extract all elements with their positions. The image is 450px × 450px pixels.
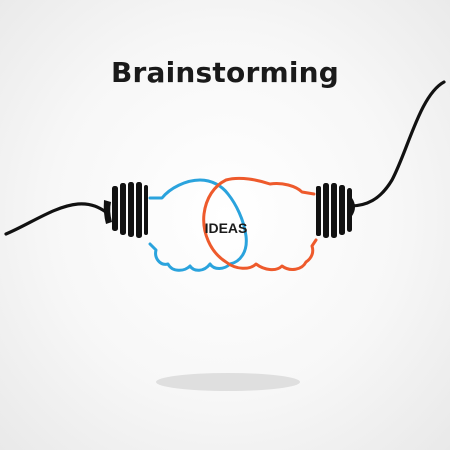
shadow-ellipse <box>156 373 300 391</box>
cable-left-icon <box>4 202 108 236</box>
right-fist-icon <box>202 176 318 272</box>
plug-right-icon <box>316 183 355 238</box>
page-title: Brainstorming <box>110 56 340 89</box>
ideas-label: IDEAS <box>205 220 248 236</box>
cable-right-icon <box>348 80 446 208</box>
plug-left-icon <box>103 182 148 238</box>
